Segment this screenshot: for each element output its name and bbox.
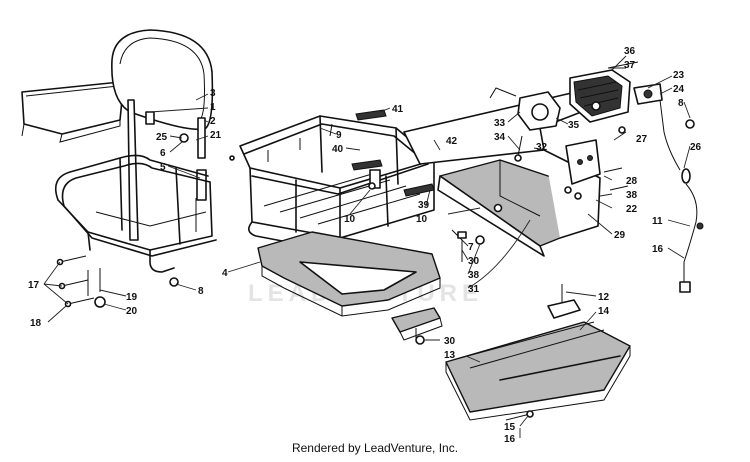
callout-17: 17: [28, 280, 40, 291]
callout-12: 12: [598, 292, 610, 303]
callout-38a: 38: [626, 190, 638, 201]
callout-6: 6: [160, 148, 166, 159]
callout-40: 40: [332, 144, 344, 155]
tail-light: [569, 69, 631, 123]
callout-32: 32: [536, 142, 548, 153]
callout-10a: 10: [344, 214, 356, 225]
callout-16a: 16: [652, 244, 664, 255]
callout-39: 39: [418, 200, 430, 211]
backrest-pad: [111, 29, 214, 131]
lock-washer: [94, 296, 106, 308]
callout-23: 23: [673, 70, 685, 81]
callout-36: 36: [624, 46, 636, 57]
callout-16b: 16: [504, 434, 516, 445]
nut: [169, 277, 179, 287]
callout-4: 4: [222, 268, 228, 279]
base-tray: [257, 231, 441, 317]
callout-21: 21: [210, 130, 222, 141]
callout-14: 14: [598, 306, 610, 317]
callout-28: 28: [626, 176, 638, 187]
rear-seat-frame: [54, 154, 217, 273]
callout-13: 13: [444, 350, 456, 361]
callout-22: 22: [626, 204, 638, 215]
backrest-post: [127, 99, 207, 241]
callout-27: 27: [636, 134, 648, 145]
callout-11: 11: [652, 216, 663, 227]
callout-8b: 8: [198, 286, 204, 297]
callout-5: 5: [160, 162, 166, 173]
callout-20: 20: [126, 306, 138, 317]
callout-labels: 36 37 23 24 8 3 1 2 21 25 6 5 41 9 40 42…: [28, 46, 702, 445]
callout-19: 19: [126, 292, 138, 303]
skid-bracket: [547, 284, 581, 319]
callout-29: 29: [614, 230, 626, 241]
callout-37: 37: [624, 60, 636, 71]
callout-30b: 30: [444, 336, 456, 347]
callout-42: 42: [446, 136, 458, 147]
skid-plate: [445, 321, 631, 421]
callout-1: 1: [210, 102, 216, 113]
callout-7: 7: [468, 242, 474, 253]
mount-bracket: [391, 307, 443, 341]
callout-18: 18: [30, 318, 42, 329]
lamp-socket: [489, 87, 561, 131]
callout-38b: 38: [468, 270, 480, 281]
callout-30a: 30: [468, 256, 480, 267]
callout-33: 33: [494, 118, 506, 129]
leader-lines: [43, 55, 691, 438]
backrest-sleeve: [196, 169, 207, 201]
callout-35: 35: [568, 120, 580, 131]
post-grommet: [145, 111, 155, 125]
callout-31: 31: [468, 284, 480, 295]
callout-9: 9: [336, 130, 342, 141]
license-bracket: [565, 139, 601, 185]
callout-8: 8: [678, 98, 684, 109]
callout-2: 2: [210, 116, 216, 127]
footer-credit: Rendered by LeadVenture, Inc.: [291, 441, 459, 455]
callout-3: 3: [210, 88, 216, 99]
callout-24: 24: [673, 84, 685, 95]
callout-26: 26: [690, 142, 702, 153]
callout-34: 34: [494, 132, 506, 143]
callout-41: 41: [392, 104, 404, 115]
brake-switch: [633, 83, 704, 293]
callout-15: 15: [504, 422, 516, 433]
callout-10b: 10: [416, 214, 428, 225]
deck-plate: [21, 81, 123, 143]
callout-25: 25: [156, 132, 168, 143]
